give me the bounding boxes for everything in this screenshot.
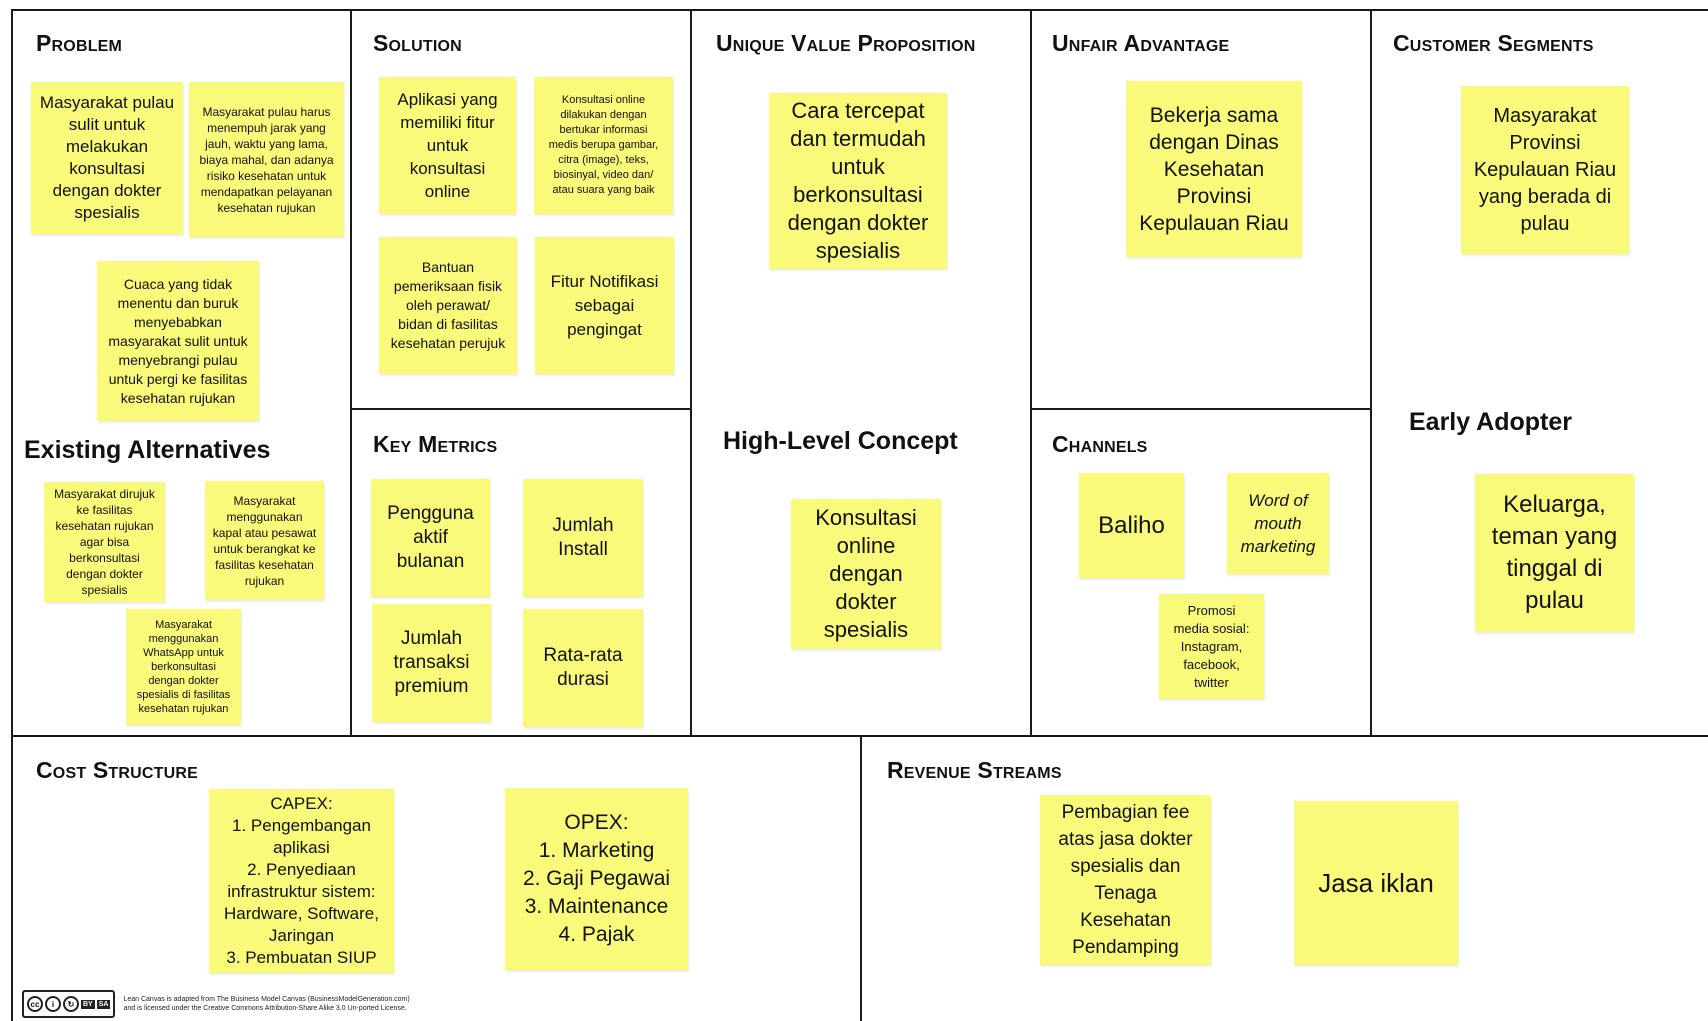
alternative-note: Masyarakat dirujuk ke fasilitas kesehata… — [44, 482, 165, 602]
grid-line-v1 — [350, 9, 352, 736]
high-level-concept-note: Konsultasi online dengan dokter spesiali… — [791, 499, 941, 649]
customer-segment-note: Masyarakat Provinsi Kepulauan Riau yang … — [1461, 86, 1629, 254]
problem-note: Masyarakat pulau harus menempuh jarak ya… — [189, 82, 344, 237]
early-adopter-heading: Early Adopter — [1409, 408, 1573, 436]
attribution-icon: i — [45, 996, 61, 1012]
key-metric-note: Rata-rata durasi — [523, 609, 643, 727]
solution-note: Konsultasi online dilakukan dengan bertu… — [534, 77, 673, 214]
channel-note: Word of mouth marketing — [1227, 473, 1329, 574]
badge-sa: SA — [96, 999, 111, 1009]
solution-heading: Solution — [373, 30, 462, 56]
problem-note: Cuaca yang tidak menentu dan buruk menye… — [97, 261, 259, 421]
grid-line-solution-split — [351, 408, 691, 410]
existing-alternatives-heading: Existing Alternatives — [24, 436, 271, 464]
cost-structure-heading: Cost Structure — [36, 757, 199, 783]
key-metric-note: Jumlah transaksi premium — [372, 604, 491, 722]
solution-note: Aplikasi yang memiliki fitur untuk konsu… — [379, 77, 516, 214]
grid-line-v3 — [1030, 9, 1032, 736]
uvp-heading: Unique Value Proposition — [716, 30, 976, 56]
channel-note: Baliho — [1079, 473, 1184, 578]
problem-heading: Problem — [36, 30, 123, 56]
early-adopter-note: Keluarga, teman yang tinggal di pulau — [1475, 474, 1634, 632]
license-text: Lean Canvas is adapted from The Business… — [123, 996, 410, 1012]
problem-note: Masyarakat pulau sulit untuk melakukan k… — [31, 82, 183, 234]
alternative-note: Masyarakat menggunakan WhatsApp untuk be… — [126, 609, 241, 725]
channel-note: Promosi media sosial: Instagram, faceboo… — [1159, 594, 1264, 699]
solution-note: Fitur Notifikasi sebagai pengingat — [535, 237, 674, 374]
unfair-advantage-heading: Unfair Advantage — [1052, 30, 1230, 56]
unfair-advantage-note: Bekerja sama dengan Dinas Kesehatan Prov… — [1126, 81, 1302, 257]
grid-line-bottom-split — [860, 736, 862, 1021]
uvp-note: Cara tercepat dan termudah untuk berkons… — [769, 93, 947, 269]
cc-logo-icon: cc — [27, 996, 43, 1012]
grid-line-left — [11, 9, 13, 1021]
revenue-note: Pembagian fee atas jasa dokter spesialis… — [1040, 795, 1211, 965]
high-level-concept-heading: High-Level Concept — [723, 427, 958, 455]
grid-line-v4 — [1370, 9, 1372, 736]
cost-note: CAPEX: 1. Pengembangan aplikasi 2. Penye… — [209, 789, 394, 973]
channels-heading: Channels — [1052, 431, 1148, 457]
alternative-note: Masyarakat menggunakan kapal atau pesawa… — [205, 481, 324, 600]
revenue-streams-heading: Revenue Streams — [887, 757, 1062, 783]
grid-line-unfair-split — [1031, 408, 1371, 410]
solution-note: Bantuan pemeriksaan fisik oleh perawat/ … — [379, 237, 517, 374]
revenue-note: Jasa iklan — [1294, 801, 1458, 965]
share-alike-icon: ↻ — [63, 996, 79, 1012]
key-metric-note: Jumlah Install — [523, 479, 643, 597]
creative-commons-badge: cc i ↻ BY SA — [22, 990, 116, 1018]
key-metric-note: Pengguna aktif bulanan — [371, 479, 490, 597]
grid-line-v2 — [690, 9, 692, 736]
key-metrics-heading: Key Metrics — [373, 431, 498, 457]
license-footer: cc i ↻ BY SA Lean Canvas is adapted from… — [22, 990, 463, 1018]
grid-line-top — [12, 9, 1708, 11]
cost-note: OPEX: 1. Marketing 2. Gaji Pegawai 3. Ma… — [505, 788, 688, 970]
customer-segments-heading: Customer Segments — [1393, 30, 1594, 56]
badge-by: BY — [81, 999, 95, 1009]
